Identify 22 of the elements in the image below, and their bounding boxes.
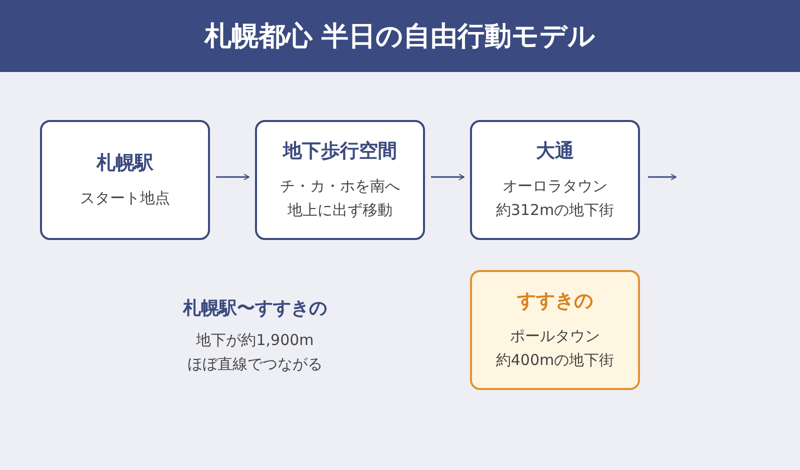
station-box (470, 120, 640, 240)
route-note: 地下が約1,900m (196, 330, 314, 351)
route-heading: 札幌駅〜すすきの (183, 297, 327, 320)
station-description: 約400mの地下街 (496, 350, 614, 371)
station-description: 約312mの地下街 (496, 200, 614, 221)
station-box (255, 120, 425, 240)
station-description: オーロラタウン (502, 176, 608, 197)
station-description: スタート地点 (80, 188, 170, 209)
station-description: チ・カ・ホを南へ (280, 176, 400, 197)
arrow (648, 174, 676, 180)
station-name: 地下歩行空間 (283, 139, 397, 164)
arrow (216, 174, 250, 180)
title: 札幌都心 半日の自由行動モデル (204, 20, 596, 54)
station-description: ポールタウン (510, 326, 600, 347)
station-name: 札幌駅 (96, 151, 154, 176)
station-box (40, 120, 210, 240)
station-description: 地上に出ず移動 (288, 200, 392, 221)
route-note: ほぼ直線でつながる (188, 354, 322, 375)
station-name: すすきの (517, 289, 593, 314)
station-box (470, 270, 640, 390)
station-name: 大通 (536, 139, 574, 164)
arrow (431, 174, 464, 180)
